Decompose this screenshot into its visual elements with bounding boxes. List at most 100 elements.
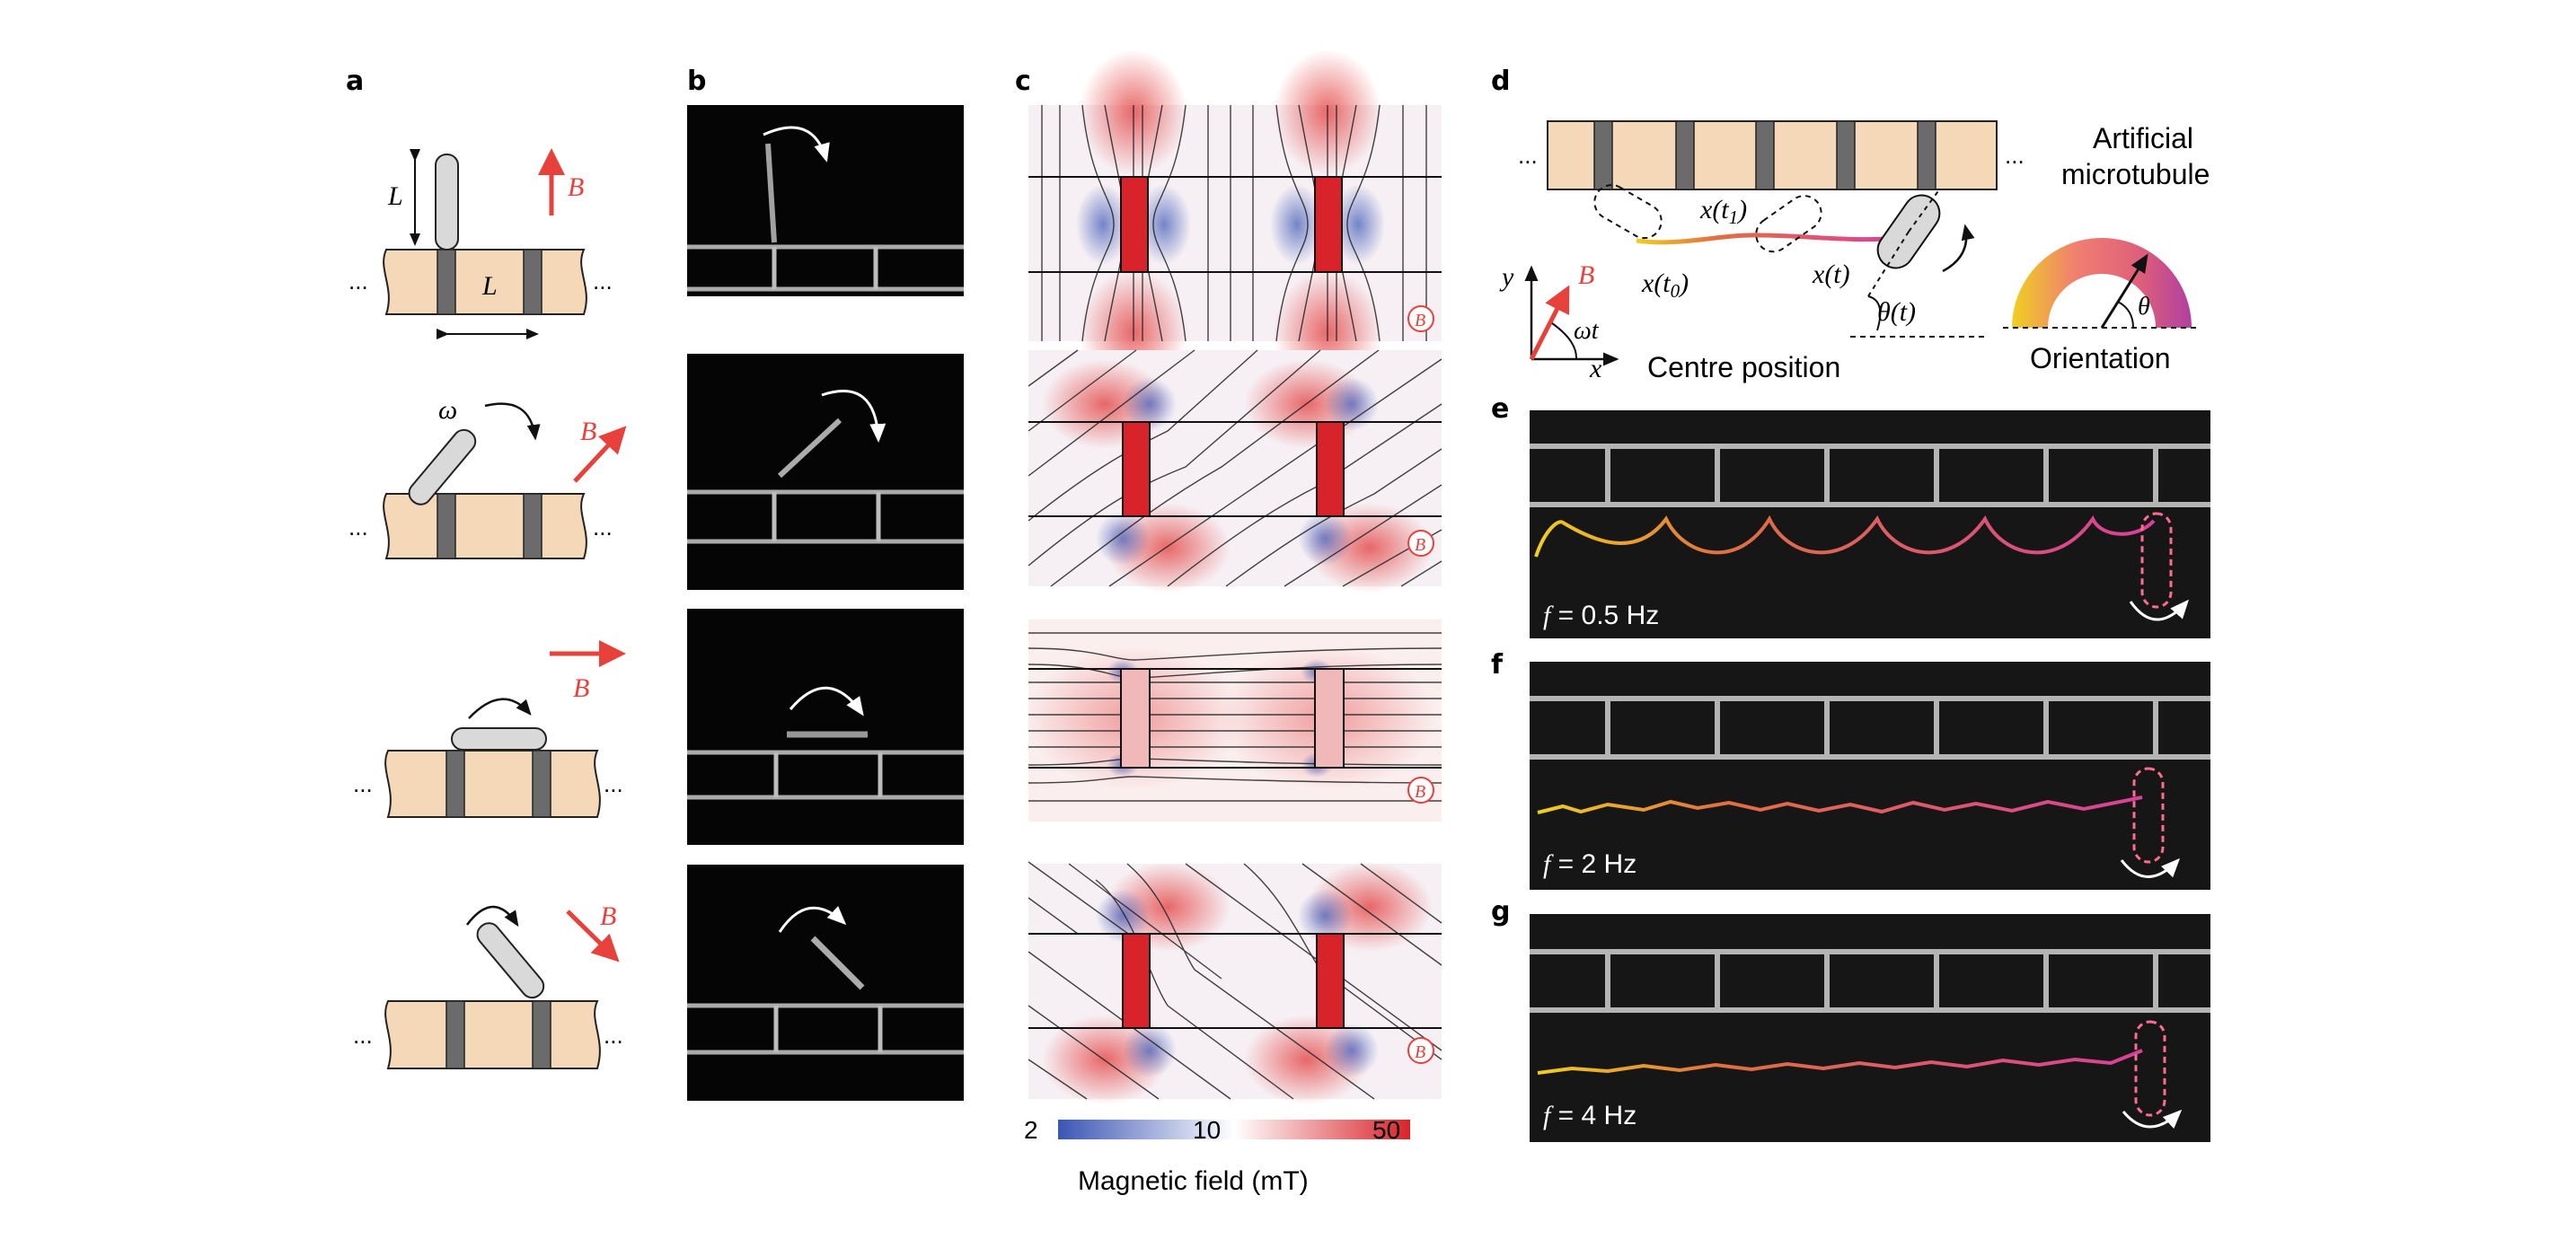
magnet-bar <box>1120 176 1149 273</box>
panel-label-g: g <box>1491 896 1510 927</box>
magnet-bar <box>532 750 551 818</box>
rod-outline <box>2140 512 2173 609</box>
field-label: B <box>600 901 616 931</box>
field-label: B <box>568 172 584 202</box>
magnet-bar <box>437 249 456 315</box>
colorbar-tick-low: 2 <box>1024 1116 1038 1144</box>
field-label: B <box>573 673 589 703</box>
magnet-bar <box>446 1000 465 1069</box>
ellipsis-left: ... <box>348 268 368 294</box>
rod-signal <box>777 418 842 479</box>
rotation-arrow <box>778 906 847 933</box>
panel-label-e: e <box>1491 393 1509 425</box>
orientation-arrow <box>2100 253 2148 329</box>
rotation-arrow <box>468 698 532 719</box>
label-theta-t: θ(t) <box>1877 297 1916 327</box>
trajectory-track <box>1534 514 2156 558</box>
colorbar: 2 10 50 Magnetic field (mT) <box>1024 1116 1410 1196</box>
omega-label: ω <box>438 395 457 425</box>
frequency-label: f = 4 Hz <box>1543 1101 1636 1130</box>
colorbar-gradient <box>1058 1120 1410 1139</box>
artificial-label-1: Artificial <box>2093 122 2193 154</box>
field-direction-badge <box>1407 305 1434 332</box>
microtubule-rod <box>451 727 547 751</box>
rotation-arrow <box>2120 857 2181 878</box>
micrograph-frame-1 <box>687 105 964 296</box>
ellipsis-left: ... <box>353 770 373 797</box>
field-arrow <box>566 910 620 963</box>
centre-position-label: Centre position <box>1647 351 1840 383</box>
ellipsis-left: ... <box>353 1022 373 1049</box>
rod-outline-t1 <box>1755 195 1822 253</box>
rotation-arrow <box>2129 599 2189 621</box>
magnet-bar <box>1122 421 1151 517</box>
field-sim-2: B <box>1028 349 1442 593</box>
schematic-row-1: L L B ... ... <box>348 148 613 339</box>
field-direction-badge <box>1407 530 1434 557</box>
magnet-bar <box>532 1000 551 1069</box>
rotation-arrow <box>484 402 541 441</box>
axis-b-label: B <box>1578 260 1594 290</box>
substrate-strip <box>384 750 601 818</box>
field-symbol: B <box>1415 311 1425 330</box>
ellipsis-right: ... <box>604 1022 623 1049</box>
axis-omega-label: ωt <box>1574 317 1600 345</box>
panel-c: B B <box>1024 49 1442 1196</box>
trajectory-track <box>1537 796 2143 814</box>
schematic-row-2: ω B ... ... <box>348 395 627 559</box>
artificial-label-2: microtubule <box>2061 158 2210 190</box>
magnet-bar <box>523 493 543 559</box>
rotation-arrow <box>1942 224 1975 273</box>
field-symbol: B <box>1415 535 1425 555</box>
magnet-bar <box>1316 933 1345 1029</box>
magnet-bar <box>1593 120 1613 190</box>
panel-b <box>687 105 964 1101</box>
micrograph-frame-2 <box>687 354 964 590</box>
colorbar-tick-mid: 10 <box>1193 1116 1221 1144</box>
substrate-strip <box>384 1000 601 1069</box>
field-sim-3: B <box>1026 620 1442 822</box>
ellipsis-right: ... <box>593 268 613 294</box>
ellipsis-left: ... <box>348 514 368 541</box>
colorbar-title: Magnetic field (mT) <box>1078 1166 1309 1196</box>
panel-label-c: c <box>1015 66 1031 97</box>
rod-outline-t0 <box>1593 184 1663 240</box>
micrograph-frame-3 <box>687 609 964 845</box>
magnet-bar <box>437 493 456 559</box>
magnet-bar <box>1755 120 1775 190</box>
trajectory-track <box>1537 1049 2143 1075</box>
panel-d: ... ... x(t1) x(t0) x(t) θ(t) y x B ωt C… <box>1499 120 2210 383</box>
length-label: L <box>387 181 403 211</box>
panel-a: L L B ... ... ω B ... ... <box>348 148 627 1069</box>
magnet-bar <box>446 750 465 818</box>
micrograph-frame-4 <box>687 865 964 1101</box>
field-sim-1: B <box>1028 49 1442 395</box>
magnet-bar <box>1314 668 1345 769</box>
field-sim-4: B <box>1028 861 1442 1104</box>
magnet-bar <box>1316 421 1345 517</box>
orientation-colorwheel <box>2012 238 2192 328</box>
panel-label-d: d <box>1491 66 1510 97</box>
magnet-bar <box>1675 120 1695 190</box>
rotation-arrow <box>466 905 519 927</box>
panel-label-a: a <box>346 66 364 97</box>
panel-g: f = 4 Hz <box>1530 914 2210 1142</box>
centre-trajectory <box>1636 233 1901 245</box>
ellipsis-left: ... <box>1518 142 1538 169</box>
field-direction-badge <box>1407 1037 1434 1064</box>
field-arrow <box>1529 285 1570 361</box>
ellipsis-right: ... <box>593 514 613 541</box>
magnet-bar <box>523 249 543 315</box>
axis-y-label: y <box>1499 262 1514 292</box>
magnet-bar <box>1836 120 1856 190</box>
rod-outline <box>2134 1020 2166 1117</box>
ellipsis-right: ... <box>2005 142 2025 169</box>
label-x-t0: x(t0) <box>1641 268 1689 302</box>
microtubule-rod <box>476 922 545 999</box>
panel-f: f = 2 Hz <box>1530 662 2210 890</box>
rotation-arrow <box>763 126 830 163</box>
microtubule-rod <box>435 154 459 251</box>
rotation-arrow <box>2122 1109 2183 1129</box>
field-symbol: B <box>1415 1042 1425 1062</box>
